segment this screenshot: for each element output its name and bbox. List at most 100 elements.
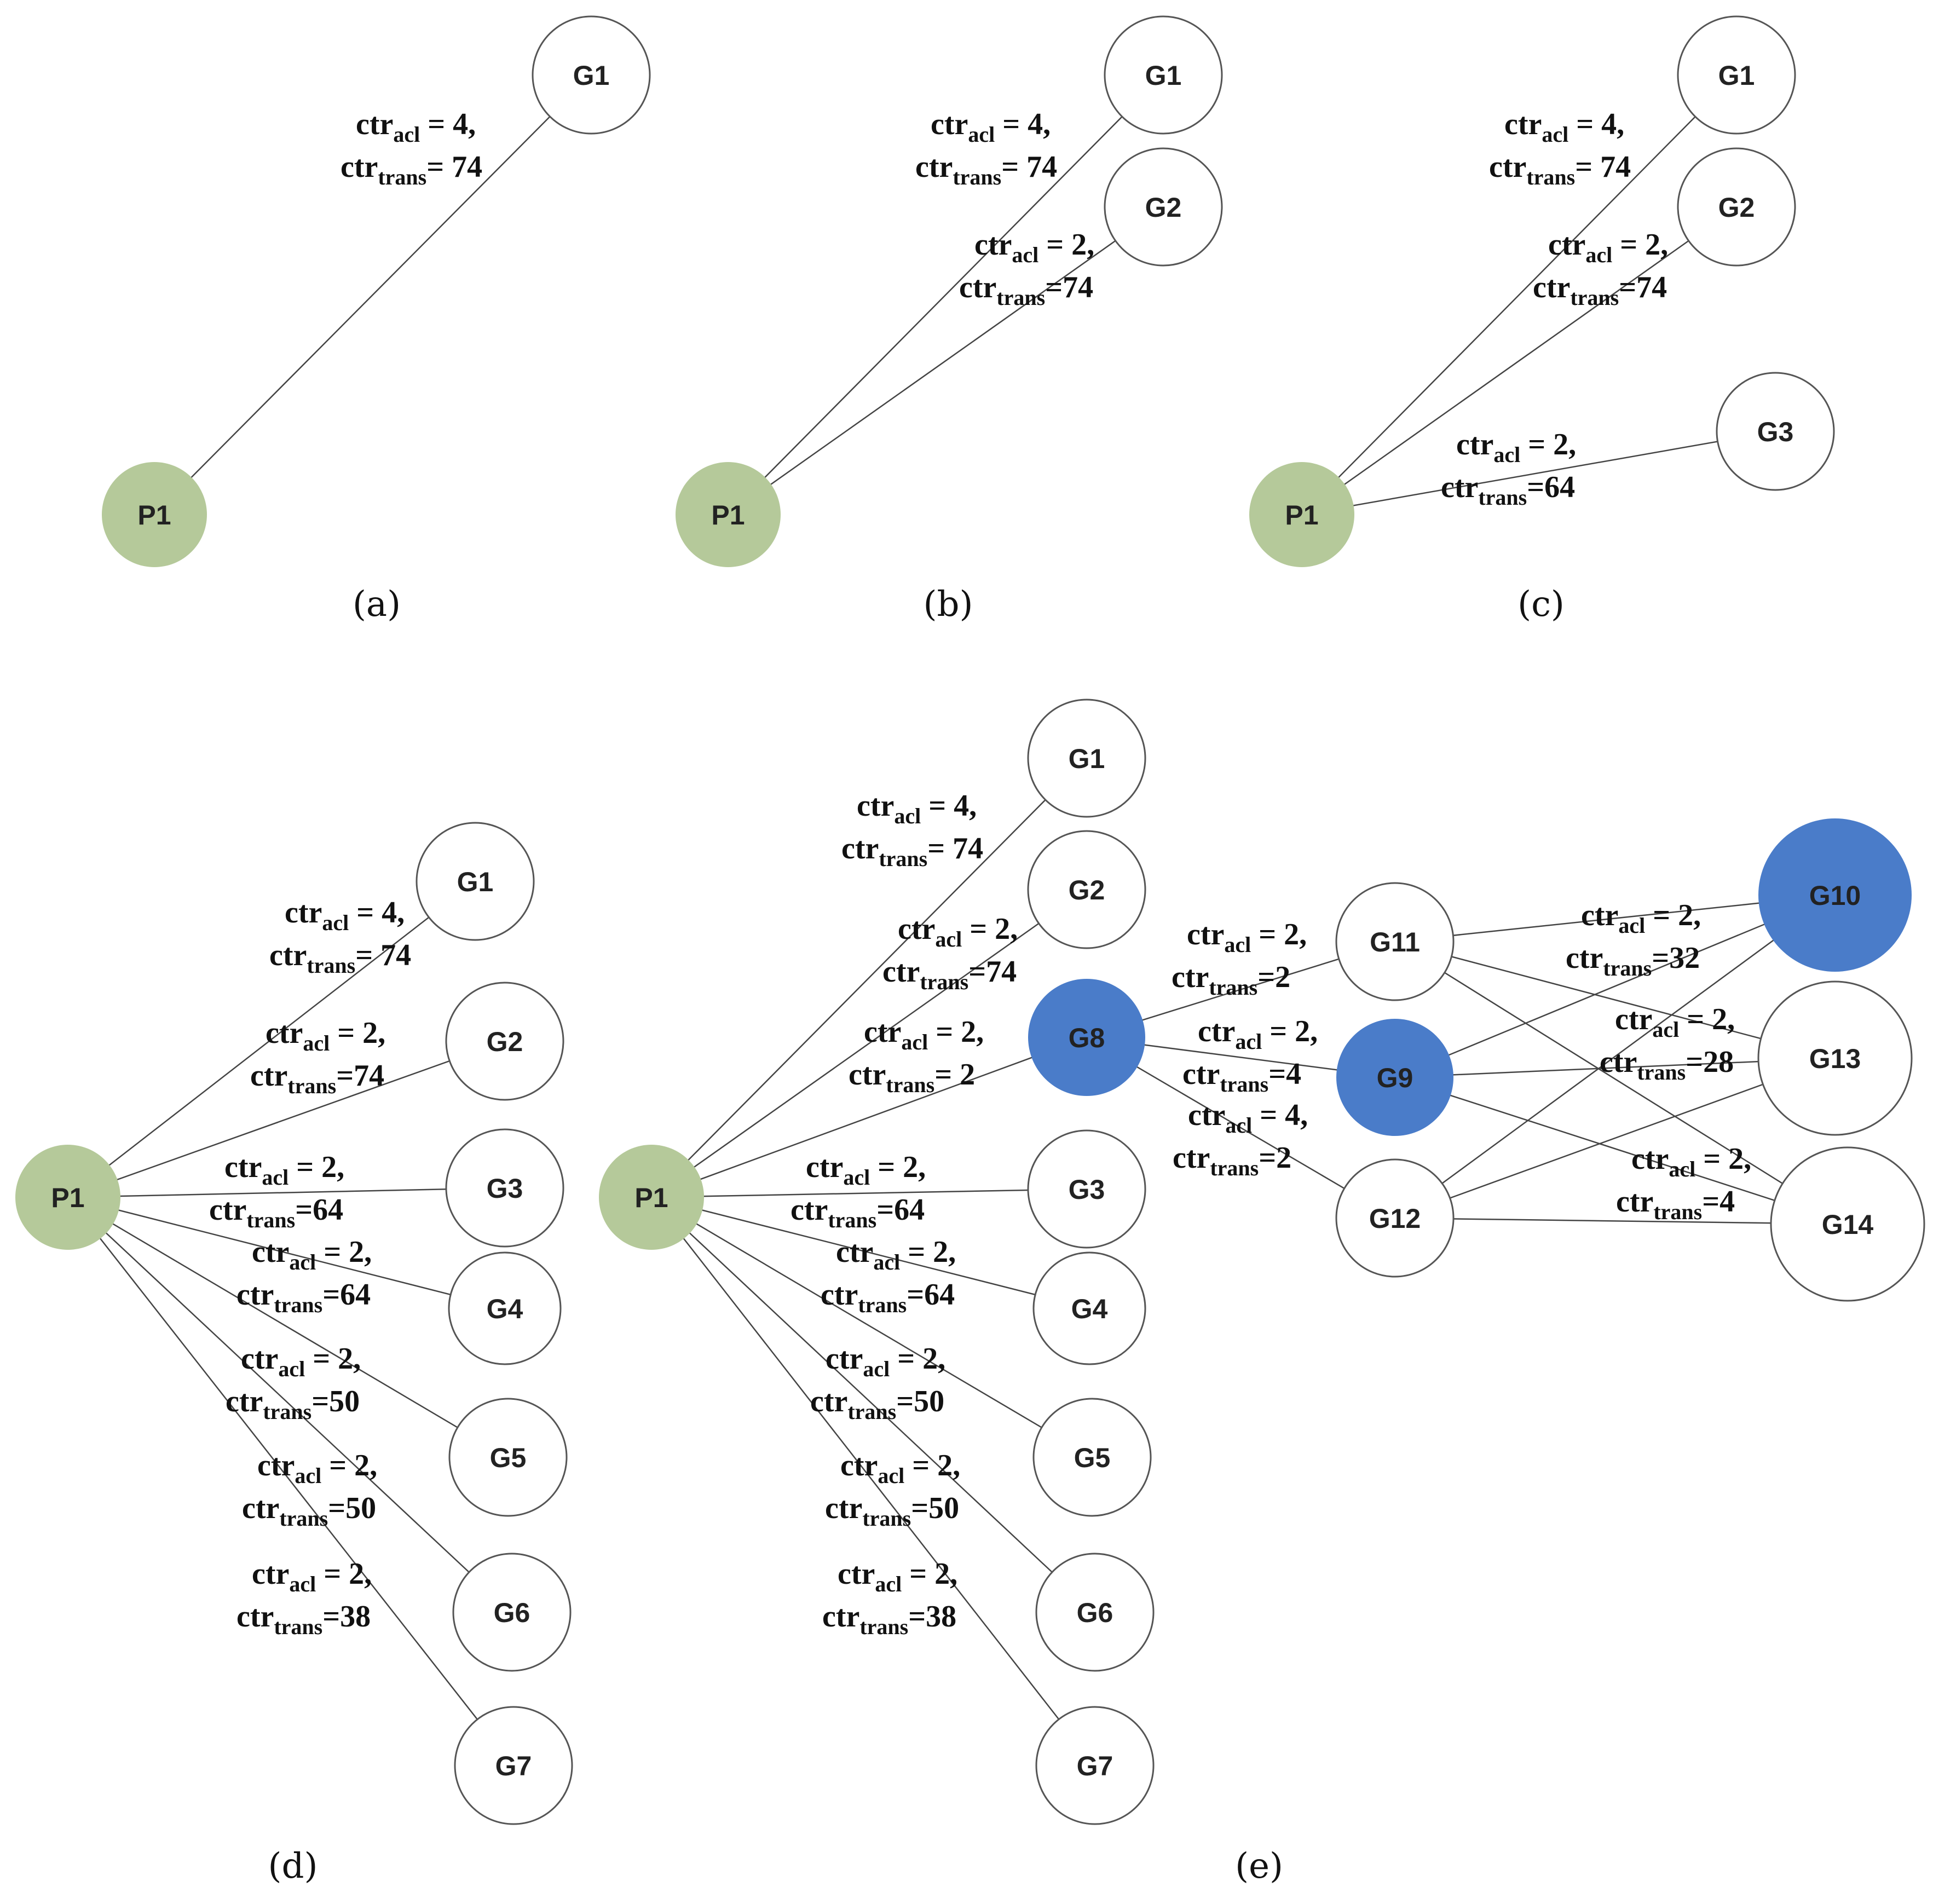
node-G1: G1 bbox=[1027, 699, 1146, 818]
edge-label: ctracl = 2,ctrtrans=64 bbox=[1441, 428, 1576, 510]
edge-label: ctracl = 2,ctrtrans=4 bbox=[1616, 1142, 1751, 1224]
edge-label-trans: ctrtrans=4 bbox=[1182, 1057, 1301, 1097]
edge-label: ctracl = 4,ctrtrans= 74 bbox=[841, 789, 983, 871]
edge-label-acl: ctracl = 2, bbox=[1456, 428, 1576, 467]
node-circle bbox=[1027, 699, 1146, 818]
edge-label: ctracl = 4,ctrtrans=2 bbox=[1173, 1098, 1308, 1180]
edge-label-acl: ctracl = 4, bbox=[285, 896, 405, 935]
edge-P1-G2 bbox=[1301, 206, 1737, 516]
node-label: G1 bbox=[1069, 743, 1105, 774]
node-circle bbox=[1035, 1706, 1155, 1825]
panel-caption: (d) bbox=[268, 1846, 318, 1886]
node-label: G14 bbox=[1822, 1209, 1874, 1240]
node-circle bbox=[1677, 15, 1796, 135]
node-G12: G12 bbox=[1335, 1158, 1455, 1278]
edge-label: ctracl = 2,ctrtrans=38 bbox=[236, 1557, 372, 1639]
node-circle bbox=[445, 1128, 564, 1248]
panel-e: P1G1G2G8G3G4G5G6G7G11G9G12G10G13G14ctrac… bbox=[599, 699, 1925, 1886]
node-G3: G3 bbox=[1716, 372, 1835, 491]
edge-label-acl: ctracl = 2, bbox=[974, 228, 1094, 267]
node-circle bbox=[1757, 980, 1913, 1136]
edge-label-trans: ctrtrans=28 bbox=[1600, 1045, 1734, 1084]
edge-label-trans: ctrtrans=74 bbox=[882, 955, 1017, 994]
node-circle bbox=[532, 15, 651, 135]
node-circle bbox=[1104, 147, 1223, 267]
node-G1: G1 bbox=[416, 822, 535, 941]
edge-label: ctracl = 2,ctrtrans=64 bbox=[236, 1235, 372, 1317]
edge-label: ctracl = 2,ctrtrans=50 bbox=[810, 1342, 945, 1424]
edge-label-trans: ctrtrans=74 bbox=[250, 1059, 384, 1098]
edge-label-trans: ctrtrans= 74 bbox=[841, 832, 983, 871]
edge-label-trans: ctrtrans=38 bbox=[822, 1600, 956, 1639]
node-circle bbox=[445, 982, 564, 1101]
edge-P1-G2 bbox=[728, 206, 1164, 516]
node-circle bbox=[1335, 882, 1455, 1001]
edge-label-acl: ctracl = 4, bbox=[1188, 1098, 1308, 1138]
node-G6: G6 bbox=[452, 1553, 572, 1672]
edge-label-acl: ctracl = 2, bbox=[1548, 228, 1668, 267]
edge-P1-G7 bbox=[67, 1197, 514, 1766]
edge-label-trans: ctrtrans=2 bbox=[1173, 1141, 1291, 1180]
node-G13: G13 bbox=[1757, 980, 1913, 1136]
edge-P1-G3 bbox=[67, 1187, 505, 1198]
node-P1: P1 bbox=[102, 462, 207, 567]
node-G14: G14 bbox=[1770, 1146, 1925, 1302]
edge-P1-G6 bbox=[651, 1197, 1095, 1613]
edge-label: ctracl = 2,ctrtrans=50 bbox=[242, 1449, 377, 1531]
node-G1: G1 bbox=[1104, 15, 1223, 135]
edge-P1-G2 bbox=[67, 1040, 505, 1198]
edge-label-acl: ctracl = 2, bbox=[1615, 1002, 1735, 1042]
node-label: G2 bbox=[1145, 192, 1182, 223]
node-circle bbox=[15, 1145, 120, 1250]
node-G7: G7 bbox=[1035, 1706, 1155, 1825]
edge-label-trans: ctrtrans=32 bbox=[1566, 941, 1700, 980]
edge-P1-G5 bbox=[67, 1196, 509, 1458]
node-G7: G7 bbox=[454, 1706, 573, 1825]
edge-label: ctracl = 2,ctrtrans=74 bbox=[959, 228, 1094, 310]
edge-label-acl: ctracl = 2, bbox=[838, 1557, 957, 1596]
node-circle bbox=[1032, 1398, 1152, 1517]
edge-label: ctracl = 2,ctrtrans=64 bbox=[209, 1150, 344, 1232]
edge-label-trans: ctrtrans= 2 bbox=[849, 1058, 975, 1097]
edge-label-trans: ctrtrans=64 bbox=[209, 1193, 343, 1232]
edge-label: ctracl = 2,ctrtrans=32 bbox=[1566, 898, 1701, 980]
node-G2: G2 bbox=[1104, 147, 1223, 267]
edge-label-acl: ctracl = 2, bbox=[1631, 1142, 1751, 1181]
node-circle bbox=[1677, 147, 1796, 267]
node-label: G3 bbox=[487, 1173, 523, 1204]
node-circle bbox=[452, 1553, 572, 1672]
node-label: G8 bbox=[1069, 1023, 1105, 1053]
node-P1: P1 bbox=[599, 1145, 704, 1250]
node-label: G6 bbox=[494, 1597, 530, 1628]
edge-label-trans: ctrtrans=74 bbox=[1533, 270, 1667, 310]
edge-label-acl: ctracl = 2, bbox=[241, 1342, 361, 1381]
node-label: G7 bbox=[1077, 1751, 1113, 1781]
edge-label-acl: ctracl = 2, bbox=[252, 1557, 372, 1596]
edge-P1-G1 bbox=[728, 74, 1164, 515]
edge-label-trans: ctrtrans= 74 bbox=[1489, 150, 1631, 189]
node-circle bbox=[1104, 15, 1223, 135]
edge-label-trans: ctrtrans=64 bbox=[790, 1193, 925, 1232]
edge-P1-G1 bbox=[651, 758, 1087, 1198]
node-circle bbox=[102, 462, 207, 567]
node-circle bbox=[599, 1145, 704, 1250]
node-label: G6 bbox=[1077, 1597, 1113, 1628]
edge-label-trans: ctrtrans=74 bbox=[959, 270, 1093, 310]
edge-label: ctracl = 2,ctrtrans=50 bbox=[226, 1342, 361, 1424]
node-circle bbox=[454, 1706, 573, 1825]
node-label: G1 bbox=[573, 60, 610, 91]
node-G11: G11 bbox=[1335, 882, 1455, 1001]
edge-label-trans: ctrtrans=50 bbox=[242, 1491, 376, 1531]
node-G5: G5 bbox=[448, 1398, 568, 1517]
node-label: G13 bbox=[1809, 1043, 1861, 1074]
node-label: P1 bbox=[634, 1182, 668, 1213]
node-circle bbox=[1032, 1251, 1146, 1365]
node-label: G4 bbox=[487, 1294, 523, 1324]
edge-P1-G5 bbox=[651, 1196, 1093, 1458]
node-circle bbox=[1336, 1019, 1453, 1136]
edge-label-acl: ctracl = 2, bbox=[806, 1150, 926, 1190]
edge-label-trans: ctrtrans= 74 bbox=[269, 938, 411, 978]
edge-label: ctracl = 2,ctrtrans=64 bbox=[790, 1150, 926, 1232]
edge-P1-G6 bbox=[67, 1197, 512, 1613]
